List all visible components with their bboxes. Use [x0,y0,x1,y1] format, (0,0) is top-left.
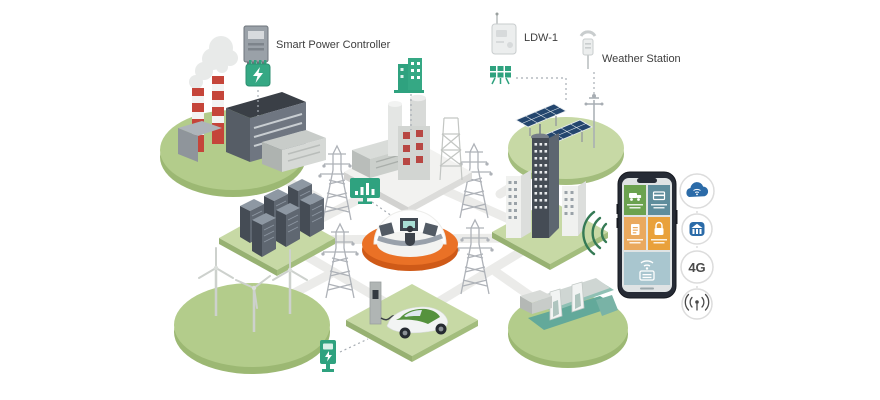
antenna-signal-icon [681,288,713,320]
smart-power-controller-label: Smart Power Controller [276,39,391,51]
dotted-connectors [257,72,595,353]
hydro-dam-node [508,278,628,368]
phone-tile-card [648,185,670,215]
ldw1-label: LDW-1 [524,32,558,44]
lattice-tower [439,117,463,181]
smartphone [616,171,678,299]
phone-tile-document [624,217,646,250]
operator [405,225,415,246]
building-icon [394,58,424,93]
ev-charging-node [346,281,478,362]
wind-node [174,247,330,374]
4g-badge: 4G [680,250,714,284]
factory-node [160,36,326,197]
factory-building [178,92,326,172]
wind-turbine [272,249,308,314]
server-racks-node [219,178,335,276]
chart-monitor-icon [350,178,380,204]
phone-tile-truck [624,185,646,215]
4g-text: 4G [688,260,705,275]
cloud-wifi-icon [679,173,715,209]
solar-panel-icon [490,66,511,85]
weather-station-label: Weather Station [602,53,681,65]
plant-building [352,94,463,181]
solar-farm-node [508,94,624,185]
ev-charger-icon [320,340,336,372]
wifi-waves-icon [582,210,608,256]
power-chip-icon [245,60,271,87]
building-gateway-icon [681,213,713,245]
dam [520,278,618,330]
wind-turbine [235,275,271,332]
weather-station-device [579,30,597,69]
wind-turbine [198,247,234,316]
phone-tile-lock [648,217,670,250]
control-center-node [362,209,458,271]
weather-mast [584,94,604,148]
electric-car [386,306,448,339]
smoke [189,36,238,89]
phone-tile-wifi-device [624,252,670,285]
connectivity-column: 4G [679,173,715,320]
city-buildings [506,124,586,238]
ldw1-device [491,12,517,55]
